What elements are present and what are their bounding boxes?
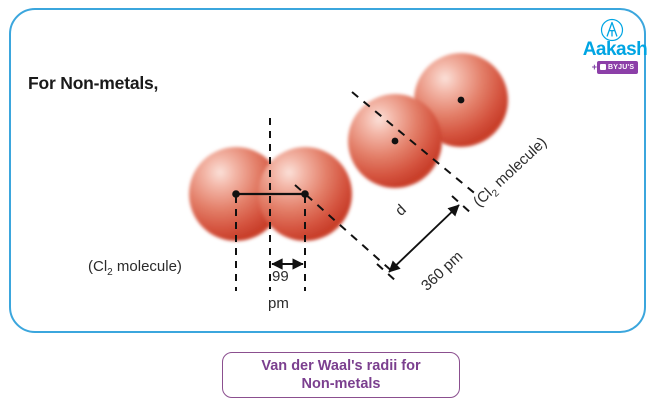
logo-wordmark: Aakash — [582, 39, 648, 60]
center-dot-right-atom-2 — [457, 96, 465, 104]
byjus-square-icon — [600, 64, 607, 70]
tick-contact-upper — [451, 195, 473, 215]
vdw-distance-arrow — [388, 204, 460, 273]
logo-partner-row: + BYJU'S — [578, 61, 652, 74]
logo-partner-label: BYJU'S — [608, 64, 635, 71]
caption-box: Van der Waal's radii for Non-metals — [222, 352, 460, 398]
center-dot-right-atom-1 — [391, 137, 399, 145]
content-frame — [9, 8, 646, 333]
axis-right-molecule — [351, 91, 479, 197]
logo-plus-sign: + — [591, 62, 598, 72]
covalent-radius-unit: pm — [268, 295, 289, 312]
center-dot-left-atom-1 — [232, 190, 240, 198]
right-cl2-molecule — [348, 53, 508, 188]
aakash-triangle-mark-icon — [600, 18, 624, 42]
aakash-byjus-logo: Aakash + BYJU'S — [578, 18, 652, 80]
caption-line-2: Non-metals — [301, 376, 381, 392]
logo-byjus-badge: BYJU'S — [597, 61, 639, 74]
vdw-axis-guides — [294, 91, 479, 283]
axis-left-molecule — [294, 184, 395, 274]
left-molecule-bond — [232, 190, 309, 198]
page-title: For Non-metals, — [28, 73, 159, 93]
covalent-radius-value: 99 — [272, 268, 289, 285]
caption-line-1: Van der Waal's radii for — [261, 358, 421, 374]
caption-text: Van der Waal's radii for Non-metals — [261, 357, 420, 393]
left-molecule-label: (Cl2 molecule) — [88, 258, 182, 278]
covalent-radius-guides — [235, 118, 306, 291]
tick-contact-lower — [376, 263, 398, 283]
